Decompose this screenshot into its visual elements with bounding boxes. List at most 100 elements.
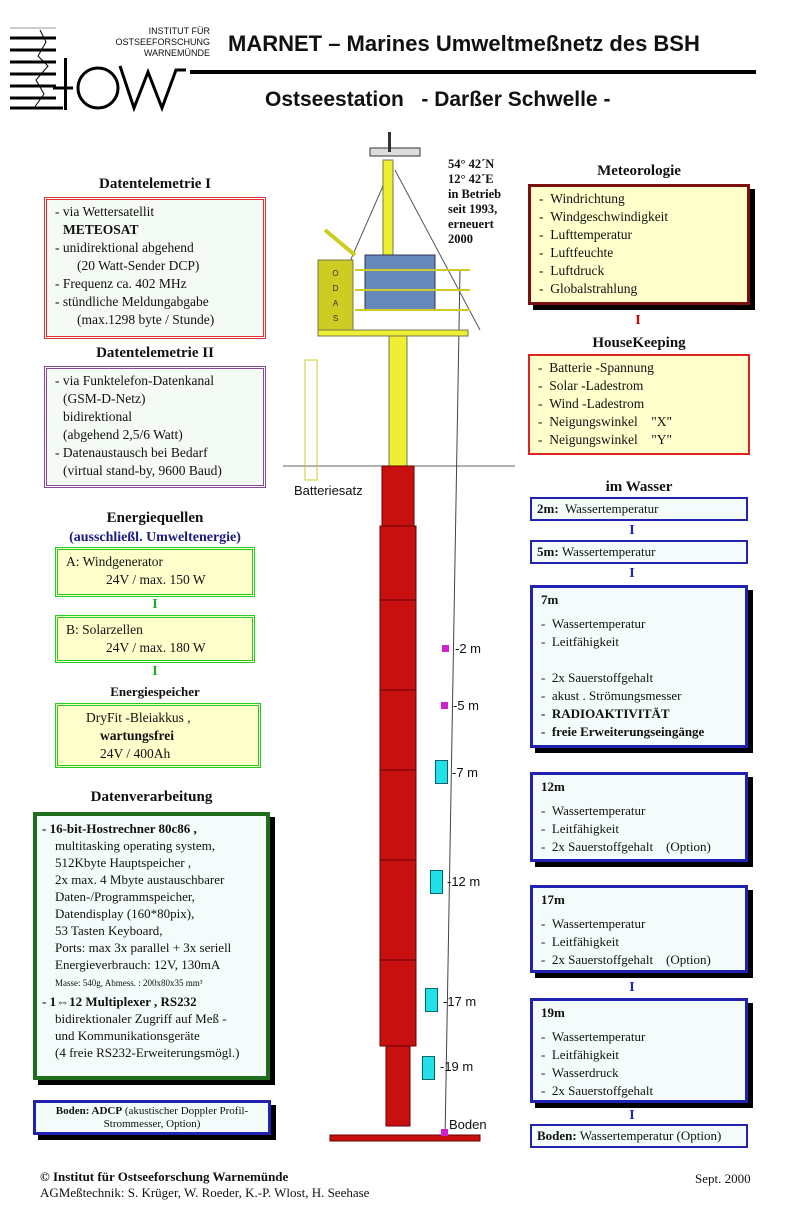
energy-line: 24V / max. 150 W bbox=[106, 572, 206, 587]
institute-name: INSTITUT FÜR OSTSEEFORSCHUNG WARNEMÜNDE bbox=[100, 26, 210, 59]
footer-authors: AGMeßtechnik: S. Krüger, W. Roeder, K.-P… bbox=[40, 1185, 370, 1200]
depth-17m-box: 17m - Wassertemperatur - Leitfähigkeit -… bbox=[530, 885, 748, 973]
station-info: 54° 42´N 12° 42´E in Betrieb seit 1993, … bbox=[448, 157, 501, 247]
telemetry1-line: (20 Watt-Sender DCP) bbox=[77, 258, 200, 273]
telemetry2-line: (GSM-D-Netz) bbox=[63, 391, 146, 406]
meteo-item-text: Lufttemperatur bbox=[550, 227, 632, 242]
telemetry1-line: - unidirektional abgehend bbox=[55, 240, 194, 255]
depth-label: -17 m bbox=[443, 994, 477, 1009]
water-title: im Wasser bbox=[605, 479, 673, 495]
battery-label: Batteriesatz bbox=[294, 483, 363, 498]
housekeeping-item: - Wind -Ladestrom bbox=[538, 396, 645, 411]
page-subtitle: Ostseestation - Darßer Schwelle - bbox=[265, 88, 611, 111]
processing-line: Datendisplay (160*80pix), bbox=[55, 906, 195, 921]
sensor-item: - RADIOAKTIVITÄT bbox=[541, 706, 670, 721]
wind-generator-box: A: Windgenerator 24V / max. 150 W bbox=[55, 547, 255, 597]
mast-drawing bbox=[283, 132, 515, 1142]
footer-date: Sept. 2000 bbox=[695, 1171, 751, 1186]
sensor-item-text: Leitfähigkeit bbox=[551, 1047, 619, 1062]
depth-label: -7 m bbox=[452, 765, 478, 780]
sensor-item: - 2x Sauerstoffgehalt bbox=[541, 670, 654, 685]
latitude: 54° 42´N bbox=[448, 157, 495, 171]
depth-label: Boden bbox=[449, 1117, 487, 1132]
spacer bbox=[541, 651, 737, 669]
sensor-item: - freie Erweiterungseingänge bbox=[541, 724, 705, 739]
depth-label: 12m bbox=[541, 779, 565, 794]
processing-line: bidirektionaler Zugriff auf Meß - bbox=[55, 1011, 227, 1026]
sensor-item-text: Wassertemperatur bbox=[551, 803, 646, 818]
sensor-item: - akust . Strömungsmesser bbox=[541, 688, 682, 703]
processing-title: Datenverarbeitung bbox=[90, 789, 213, 805]
processing-line: - 1⇔12 Multiplexer , RS232 bbox=[42, 994, 197, 1009]
sensor-item-text: 2x Sauerstoffgehalt bbox=[551, 1083, 654, 1098]
energy-line: 24V / max. 180 W bbox=[106, 640, 206, 655]
storage-title: Energiespeicher bbox=[110, 684, 200, 699]
sensor-marker bbox=[441, 702, 448, 709]
longitude: 12° 42´E bbox=[448, 172, 494, 186]
meteo-item: - Luftfeuchte bbox=[539, 245, 614, 260]
mast-base bbox=[329, 1134, 481, 1142]
meteo-item: - Globalstrahlung bbox=[539, 281, 638, 296]
connector: I bbox=[629, 523, 635, 538]
housekeeping-item-text: Solar -Ladestrom bbox=[549, 378, 644, 393]
sensor-item-text: 2x Sauerstoffgehalt (Option) bbox=[551, 952, 711, 967]
housekeeping-box: - Batterie -Spannung - Solar -Ladestrom … bbox=[528, 354, 750, 455]
meteo-title: Meteorologie bbox=[597, 163, 681, 179]
sensor-item-text: Wasserdruck bbox=[551, 1065, 619, 1080]
sensor-item: - Leitfähigkeit bbox=[541, 1047, 619, 1062]
sensor-marker bbox=[442, 645, 449, 652]
sensor-item: - 2x Sauerstoffgehalt (Option) bbox=[541, 952, 711, 967]
depth-label: -2 m bbox=[455, 641, 481, 656]
depth-label: 17m bbox=[541, 892, 565, 907]
depth-label: 19m bbox=[541, 1005, 565, 1020]
sensor-marker bbox=[425, 988, 438, 1012]
sensor-item-text: freie Erweiterungseingänge bbox=[551, 724, 705, 739]
energy-title: Energiequellen bbox=[106, 510, 204, 526]
telemetry1-line: - stündliche Meldungabgabe bbox=[55, 294, 209, 309]
meteo-item: - Luftdruck bbox=[539, 263, 605, 278]
sensor-item-text: Leitfähigkeit bbox=[551, 934, 619, 949]
telemetry1-line: METEOSAT bbox=[63, 222, 139, 237]
sensor-item: Wassertemperatur bbox=[561, 544, 656, 559]
processing-line: Daten-/Programmspeicher, bbox=[55, 889, 195, 904]
housekeeping-item-text: Neigungswinkel "X" bbox=[549, 414, 673, 429]
depth-label: 5m: bbox=[537, 544, 559, 559]
processing-line: 512Kbyte Hauptspeicher , bbox=[55, 855, 192, 870]
sensor-item: - Wassertemperatur bbox=[541, 616, 646, 631]
meteo-item: - Windrichtung bbox=[539, 191, 625, 206]
housekeeping-item: - Neigungswinkel "Y" bbox=[538, 432, 673, 447]
telemetry1-title: Datentelemetrie I bbox=[98, 176, 212, 192]
depth-19m-box: 19m - Wassertemperatur - Leitfähigkeit -… bbox=[530, 998, 748, 1103]
adcp-box: Boden: ADCP (akustischer Doppler Profil-… bbox=[33, 1100, 271, 1135]
depth-label: 7m bbox=[541, 592, 559, 607]
sensor-chain bbox=[444, 269, 461, 1141]
meteo-item-text: Luftfeuchte bbox=[550, 245, 614, 260]
adcp-line: Strommesser, Option) bbox=[103, 1118, 201, 1130]
telemetry1-line: - Frequenz ca. 402 MHz bbox=[55, 276, 187, 291]
adcp-label: Boden: ADCP bbox=[55, 1105, 123, 1117]
processing-line: 2x max. 4 Mbyte austauschbarer bbox=[55, 872, 225, 887]
meteo-item-text: Windrichtung bbox=[550, 191, 625, 206]
meteo-item-text: Globalstrahlung bbox=[550, 281, 638, 296]
processing-line: Energieverbrauch: 12V, 130mA bbox=[55, 957, 221, 972]
odas-box bbox=[317, 259, 354, 331]
sensor-item-text: RADIOAKTIVITÄT bbox=[551, 706, 670, 721]
footer-copyright: © Institut für Ostseeforschung Warnemünd… bbox=[40, 1169, 289, 1184]
sensor-item: - Leitfähigkeit bbox=[541, 934, 619, 949]
solar-cells-box: B: Solarzellen 24V / max. 180 W bbox=[55, 615, 255, 663]
processing-line: und Kommunikationsgeräte bbox=[55, 1028, 200, 1043]
housekeeping-item-text: Wind -Ladestrom bbox=[549, 396, 645, 411]
processing-box: - 16-bit-Hostrechner 80c86 , multitaskin… bbox=[33, 812, 270, 1080]
energy-subtitle: (ausschließl. Umweltenergie) bbox=[69, 530, 241, 545]
sensor-item: - 2x Sauerstoffgehalt bbox=[541, 1083, 654, 1098]
telemetry2-box: - via Funktelefon-Datenkanal (GSM-D-Netz… bbox=[44, 366, 266, 488]
processing-line: - 16-bit-Hostrechner 80c86 , bbox=[42, 821, 197, 836]
institute-line: INSTITUT FÜR bbox=[148, 26, 210, 36]
housekeeping-item-text: Neigungswinkel "Y" bbox=[549, 432, 673, 447]
sensor-item: - Wasserdruck bbox=[541, 1065, 619, 1080]
meteo-item-text: Windgeschwindigkeit bbox=[550, 209, 669, 224]
sensor-item: Wassertemperatur (Option) bbox=[579, 1128, 722, 1143]
sensor-item: - Leitfähigkeit bbox=[541, 634, 619, 649]
sensor-marker bbox=[430, 870, 443, 894]
